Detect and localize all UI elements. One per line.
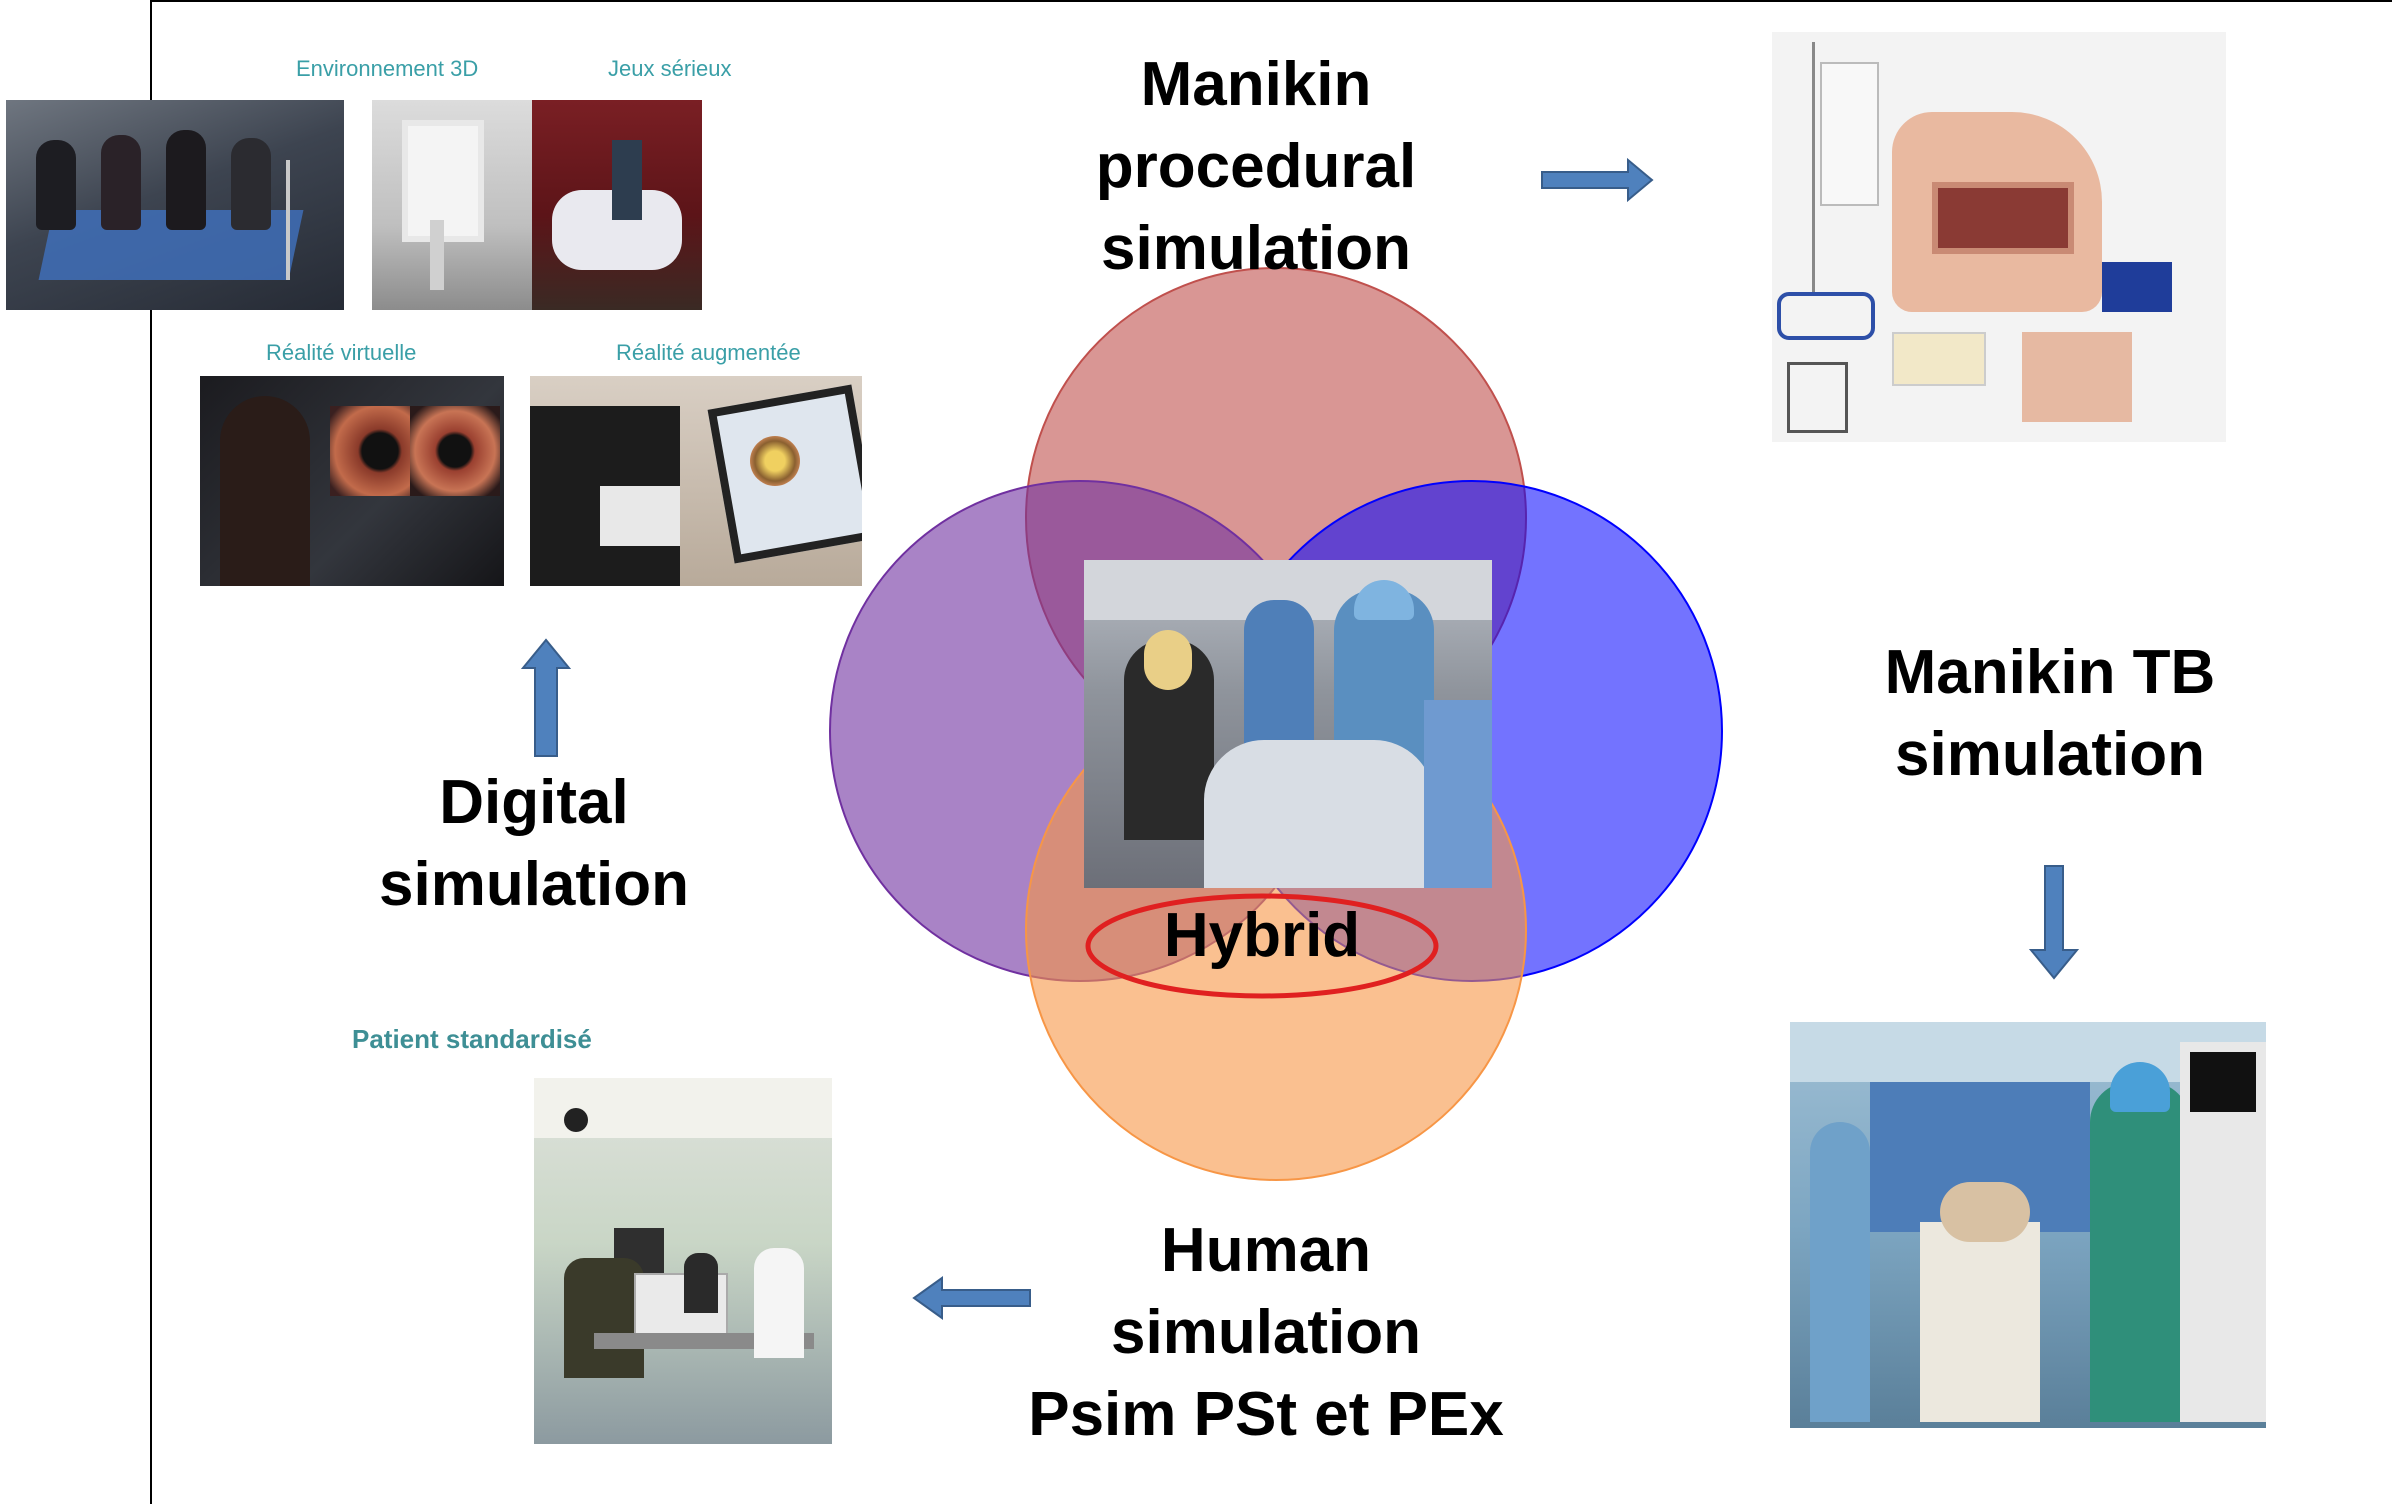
caption-realite-augmentee: Réalité augmentée bbox=[616, 340, 801, 365]
manikin-procedural-line-1: Manikin bbox=[1140, 50, 1372, 119]
interactive-table-photo bbox=[6, 100, 344, 310]
frame-left-line bbox=[150, 0, 152, 1504]
human-line-2: simulation bbox=[1110, 1298, 1422, 1367]
standardised-patient-photo bbox=[534, 1078, 832, 1444]
human-simulation-label: Human simulation Psim PSt et PEx bbox=[956, 1210, 1576, 1456]
manikin-tb-photo bbox=[1790, 1022, 2266, 1428]
digital-line-1: Digital bbox=[439, 768, 629, 837]
hybrid-ellipse bbox=[1085, 893, 1439, 999]
manikin-procedural-line-2: procedural bbox=[1095, 132, 1417, 201]
manikin-tb-line-2: simulation bbox=[1894, 720, 2206, 789]
caption-jeux-serieux: Jeux sérieux bbox=[608, 56, 732, 81]
serious-games-photo bbox=[532, 100, 702, 310]
manikin-tb-line-1: Manikin TB bbox=[1884, 638, 2216, 707]
digital-simulation-label: Digital simulation bbox=[334, 762, 734, 926]
manikin-procedural-line-3: simulation bbox=[1100, 214, 1412, 283]
caption-patient-standardise: Patient standardisé bbox=[352, 1024, 592, 1054]
arrow-to-digital bbox=[520, 638, 572, 757]
hybrid-simulation-photo bbox=[1084, 560, 1492, 888]
human-line-3: Psim PSt et PEx bbox=[1028, 1380, 1504, 1449]
manikin-procedural-photo bbox=[1772, 32, 2226, 442]
human-line-1: Human bbox=[1160, 1216, 1372, 1285]
caption-realite-virtuelle: Réalité virtuelle bbox=[266, 340, 417, 365]
caption-environnement-3d: Environnement 3D bbox=[296, 56, 479, 81]
arrow-to-standardised-patient bbox=[912, 1276, 1031, 1320]
frame-top-line bbox=[150, 0, 2392, 2]
arrow-to-manikin-tb bbox=[2028, 865, 2080, 980]
manikin-tb-label: Manikin TB simulation bbox=[1810, 632, 2290, 796]
augmented-reality-photo bbox=[530, 376, 862, 586]
manikin-procedural-label: Manikin procedural simulation bbox=[1006, 44, 1506, 290]
arrow-to-manikin-procedural bbox=[1541, 157, 1654, 203]
hybrid-label: Hybrid bbox=[1163, 901, 1361, 970]
virtual-reality-photo bbox=[200, 376, 504, 586]
digital-line-2: simulation bbox=[378, 850, 690, 919]
